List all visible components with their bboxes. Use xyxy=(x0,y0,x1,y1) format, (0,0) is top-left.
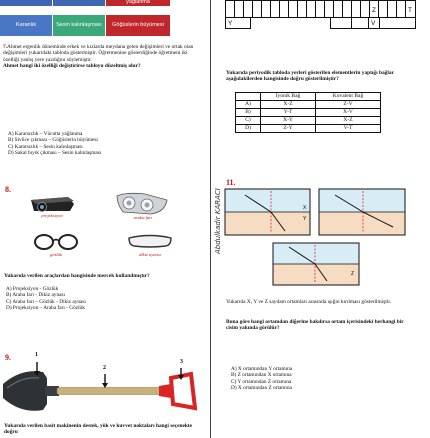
element-t: T xyxy=(405,0,416,18)
mirror-image xyxy=(128,234,172,248)
option-b[interactable]: B) Araba farı - Dikiz aynası xyxy=(6,292,65,299)
q7-options: A) Kararsızlık – Vücutta yağlanma B) Siv… xyxy=(8,131,101,156)
caption-mirror: dikiz aynası xyxy=(139,252,161,257)
q11-options: A) X ortamından Y ortamına B) Z ortamınd… xyxy=(231,366,292,391)
question-number: 9. xyxy=(5,353,11,362)
caption-headlight: araba farı xyxy=(133,215,153,220)
option-d[interactable]: D) X ortamından Z ortamına xyxy=(231,384,292,391)
refraction-diagram: X Y Z xyxy=(224,188,406,286)
option-a[interactable]: A) X ortamından Y ortamına xyxy=(231,366,293,372)
shovel-image xyxy=(3,362,198,411)
option-c[interactable]: C) Y ortamından Z ortamına xyxy=(231,378,292,385)
projector-image xyxy=(31,197,74,212)
question-text: Ahmet ergenlik döneminde erkek ve kızlar… xyxy=(3,44,194,63)
question-prompt: Yukarıda periyodik tabloda yerleri göste… xyxy=(226,70,394,83)
option-c[interactable]: C) Araba farı – Gözlük - Dikiz aynası xyxy=(6,298,86,305)
element-y: Y xyxy=(225,17,251,29)
table-row[interactable]: D) Z-Y V-T xyxy=(235,124,381,133)
label-y: Y xyxy=(303,216,307,222)
question-number: 11. xyxy=(226,178,236,187)
table-cell: Sesin kalınlaşması xyxy=(53,15,105,36)
question-text: Yukarıda X, Y ve Z saydam ortamları aras… xyxy=(226,299,392,305)
headlight-image xyxy=(116,192,168,215)
label-2: 2 xyxy=(103,365,106,371)
table-row[interactable]: A) X-Z Z-V xyxy=(235,100,381,109)
q8-options: A) Projeksiyon - Gözlük B) Araba farı - … xyxy=(6,286,86,311)
table-cell xyxy=(53,0,105,6)
label-x: X xyxy=(303,205,307,211)
question-7: 7.Ahmet ergenlik döneminde erkek ve kızl… xyxy=(3,44,199,70)
table-header-row: İyonik Bağ Kovalent Bağ xyxy=(235,92,381,101)
table-row[interactable]: C) X-Y X-Z xyxy=(235,116,381,125)
label-3: 3 xyxy=(180,359,183,365)
glasses-image xyxy=(34,234,78,250)
table-row[interactable]: B) Y-T X-V xyxy=(235,108,381,117)
question-number: 7. xyxy=(3,44,8,50)
option-a[interactable]: A) Kararsızlık – Vücutta yağlanma xyxy=(8,131,83,137)
option-b[interactable]: B) Z ortamından X ortamına xyxy=(231,372,292,379)
caption-projector: projeksiyon xyxy=(41,213,63,218)
label-z: Z xyxy=(351,271,354,277)
option-c[interactable]: C) Kararsızlık – Sesin kalınlaşması xyxy=(8,143,83,150)
caption-glasses: gözlük xyxy=(50,252,62,257)
column-divider xyxy=(210,0,211,438)
option-a[interactable]: A) Projeksiyon - Gözlük xyxy=(6,286,59,292)
table-cell: Karanlık xyxy=(0,15,52,36)
question-prompt: Yukarıda verilen araçlardan hangisinde m… xyxy=(4,273,150,279)
table-cell: Göğüslerin büyümesi xyxy=(106,15,170,36)
table-cell xyxy=(0,0,52,6)
question-prompt: Ahmet hangi iki özelliği değiştirirse ta… xyxy=(3,63,141,70)
question-prompt: Buna göre hangi ortamdan diğerine bakılı… xyxy=(226,319,404,332)
question-number: 8. xyxy=(5,185,11,194)
bond-table: İyonik Bağ Kovalent Bağ A) X-Z Z-V B) Y-… xyxy=(235,92,381,133)
option-d[interactable]: D) Projeksiyon – Araba farı - Gözlük xyxy=(6,304,85,311)
author-signature: Abdulkadir KARACI xyxy=(214,188,222,254)
table-cell: yağlanma xyxy=(106,0,170,6)
option-b[interactable]: B) Sivilce çıkması – Göğüslerin büyümesi xyxy=(8,137,98,144)
label-1: 1 xyxy=(35,352,38,358)
question-prompt: Yukarıda verilen basit makinenin destek,… xyxy=(4,423,193,436)
option-d[interactable]: D) Sakal bıyık çıkması – Sesin kalınlaşm… xyxy=(8,149,102,156)
